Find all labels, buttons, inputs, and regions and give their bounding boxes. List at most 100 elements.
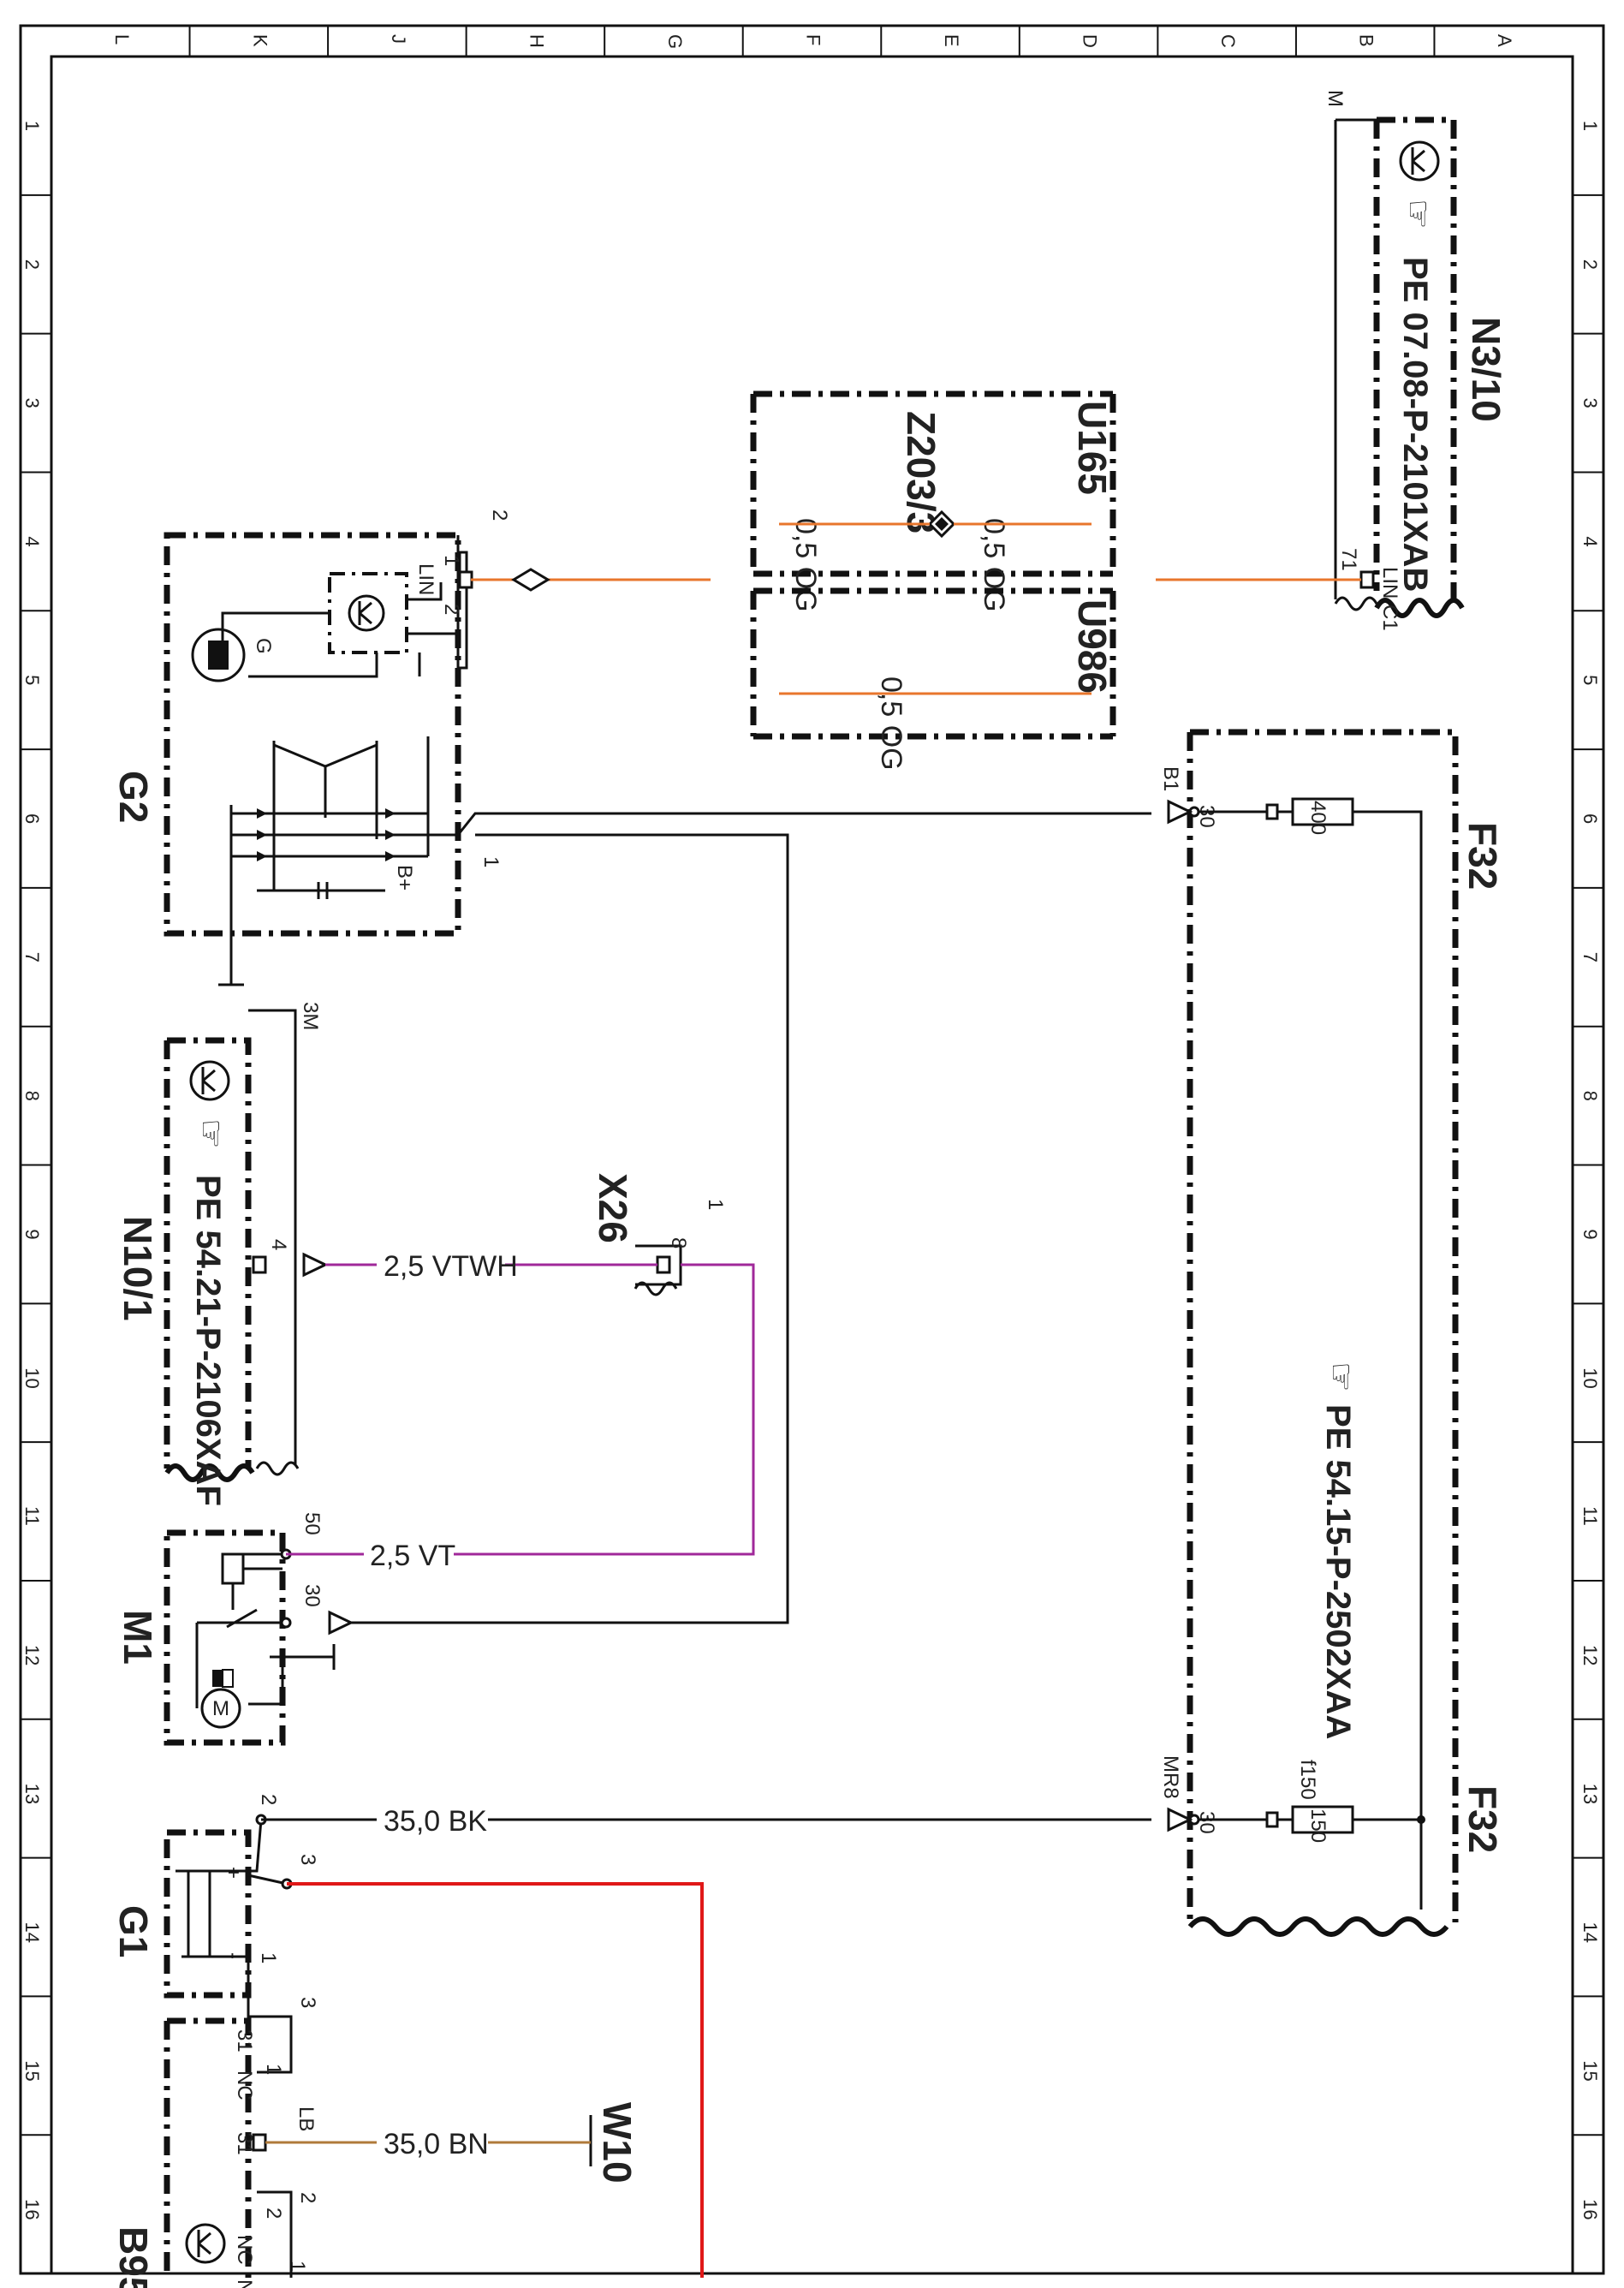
grid-row-label: 3 [1579, 398, 1601, 408]
f32-pin-b1: B1 [1159, 766, 1182, 791]
wire-bk-b-plus [351, 812, 1151, 1624]
grid-column-label: K [249, 34, 271, 47]
lin-coupler-icon [511, 568, 550, 592]
f32-break-mark [1187, 1916, 1449, 1937]
wire-red-battery [287, 1882, 704, 2278]
n3-10-break-mark [1374, 598, 1465, 618]
grid-row-label: 16 [21, 2199, 43, 2219]
grid-row-label: 8 [1579, 1091, 1601, 1101]
n3-10-label: N3/10 [1464, 317, 1508, 422]
grid-row-label: 13 [21, 1784, 43, 1804]
g2-pin-2: 2 [440, 604, 463, 615]
wire-vt-label: 2,5 VT [370, 1540, 455, 1572]
b95-label: B95 [111, 2226, 156, 2288]
u165-wire-left-label: 0,5 OG [789, 518, 822, 612]
g2-pin-lin: LIN [414, 563, 437, 595]
n3-10-module: ☞ PE 07.08-P-2101XAB N3/10 M 71 LIN C1 [1324, 90, 1508, 631]
battery-indicator-icon [212, 1670, 223, 1687]
grid-row-label: 16 [1579, 2199, 1601, 2219]
b95-pin-lb: LB [294, 2106, 318, 2131]
g2-alternator: G2 2 1 1 2 LIN G B+ [111, 509, 511, 986]
x26-label: X26 [591, 1173, 635, 1243]
u165-wire-right-label: 0,5 OG [978, 518, 1010, 612]
transistor-icon [185, 2223, 226, 2264]
grid-column-label: J [388, 34, 409, 44]
pointing-hand-icon: ☞ [192, 1118, 229, 1149]
f32-pin-mr8: MR8 [1159, 1755, 1182, 1799]
f32-f150-label: f150 [1296, 1760, 1319, 1800]
fuse-150-icon [1291, 1805, 1354, 1834]
g2-ground [218, 916, 244, 986]
g1-pin-1: 1 [257, 1952, 280, 1963]
grid-row-label: 14 [21, 1922, 43, 1942]
grid-column-label: L [111, 34, 133, 45]
n3-10-reference: PE 07.08-P-2101XAB [1396, 257, 1434, 592]
pointing-hand-icon: ☞ [1399, 199, 1437, 229]
g1-pin-2: 2 [257, 1794, 280, 1805]
n10-1-module: 3M ☞ PE 54.21-P-2106XAF N10/1 4 [116, 1002, 329, 1506]
f32-top-label: F32 [1460, 822, 1505, 890]
grid-row-label: 4 [21, 536, 43, 546]
transistor-icon [189, 1060, 230, 1101]
g1-battery: G1 2 3 1 + - [111, 1794, 319, 2021]
wire-bk-label: 35,0 BK [384, 1805, 487, 1838]
grid-column-label: C [1217, 34, 1239, 48]
m1-pin-30: 30 [300, 1584, 324, 1607]
g1-pin-3: 3 [296, 1854, 319, 1865]
drawing-frame [19, 24, 1605, 2275]
grid-row-label: 9 [1579, 1229, 1601, 1239]
b95-pin-2b: 2 [262, 2208, 285, 2219]
m1-ground [270, 1644, 336, 1670]
grid-row-label: 15 [21, 2060, 43, 2081]
g2-pin-b-plus: B+ [393, 865, 416, 891]
u986-label: U986 [1070, 599, 1115, 694]
n3-10-wire-m: M [1324, 90, 1347, 107]
b95-sensor: B95 3 31 NC 1 LB 31 2 2 NC NC 1 [111, 1997, 319, 2288]
n3-10-pin-71: 71 [1337, 548, 1360, 571]
grid-row-label: 12 [1579, 1645, 1601, 1665]
grid-row-label: 8 [21, 1091, 43, 1101]
grid-column-label: F [803, 34, 824, 45]
m1-label: M1 [116, 1610, 160, 1665]
grid-row-label: 5 [1579, 675, 1601, 685]
grid-row-label: 7 [1579, 952, 1601, 962]
wire-vtwh [286, 1263, 755, 1556]
wire-bn-label: 35,0 BN [384, 2128, 489, 2160]
grid-column-label: D [1080, 34, 1101, 48]
b95-pin-1-bottom: 1 [286, 2261, 309, 2272]
motor-icon [200, 1688, 241, 1729]
solenoid-coil-icon [221, 1552, 245, 1585]
wire-vtwh-label: 2,5 VTWH [384, 1250, 518, 1283]
grid-row-label: 14 [1579, 1922, 1601, 1942]
grid-row-label: 13 [1579, 1784, 1601, 1804]
grid-row-label: 11 [1579, 1506, 1601, 1526]
b95-nc-bottom: NC [233, 2279, 256, 2288]
f32-fuse-150-label: 150 [1306, 1808, 1330, 1843]
n10-1-reference: PE 54.21-P-2106XAF [189, 1175, 227, 1506]
grid-row-label: 2 [1579, 259, 1601, 270]
u165-group: U165 Z203/3 0,5 OG 0,5 OG [750, 390, 1116, 612]
grid-row-label: 3 [21, 398, 43, 408]
grid-row-label: 5 [21, 675, 43, 685]
wire-harness [261, 522, 1361, 2278]
field-coil-icon [191, 628, 246, 682]
x26-connector: X26 1 8 [591, 1173, 727, 1296]
x26-pin-8: 8 [667, 1237, 690, 1248]
grid-row-label: 7 [21, 952, 43, 962]
z203-label: Z203/3 [899, 411, 943, 533]
wire-labels: 2,5 VTWH 2,5 VT 35,0 BK 35,0 BN [364, 1250, 518, 2160]
grid-row-label: 10 [21, 1367, 43, 1388]
grid-column-label: A [1494, 34, 1515, 47]
grid-row-label: 10 [1579, 1367, 1601, 1388]
x26-pin-1: 1 [704, 1199, 727, 1210]
grid-row-label: 11 [21, 1506, 43, 1526]
b95-nc-mid: NC [233, 2235, 256, 2265]
f32-b1-connector-arrow [1167, 799, 1193, 825]
n10-1-pin-4: 4 [267, 1239, 290, 1250]
grid-column-label: G [664, 34, 686, 49]
n3-10-connector [1359, 570, 1375, 589]
b95-pin-31-top: 31 [233, 2029, 256, 2053]
grid-row-label: 6 [21, 813, 43, 824]
